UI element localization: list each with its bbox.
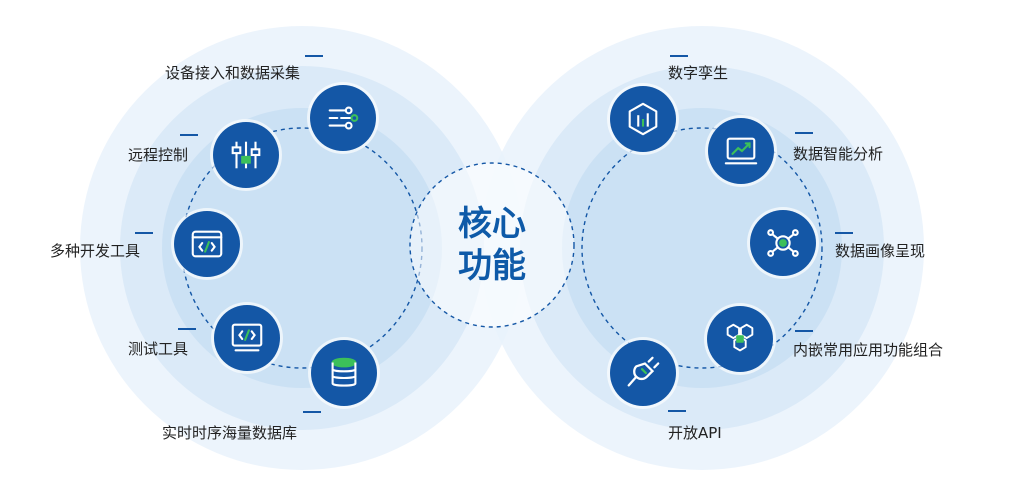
data-acquisition-icon: [328, 106, 359, 130]
label-tick: [795, 330, 813, 332]
feature-node-intelligent-analysis[interactable]: [708, 118, 774, 184]
feature-node-open-api[interactable]: [610, 340, 676, 406]
feature-label-digital-twin: 数字孪生: [668, 64, 729, 82]
target-network-icon: [767, 229, 799, 257]
feature-node-digital-twin[interactable]: [610, 86, 676, 152]
label-tick: [668, 410, 686, 412]
feature-label-embedded-apps: 内嵌常用应用功能组合: [793, 341, 944, 359]
hexagon-cluster-icon: [726, 323, 754, 352]
center-title-line2: 功能: [458, 246, 526, 286]
label-tick: [135, 232, 153, 234]
feature-node-test-tools[interactable]: [214, 305, 280, 371]
trend-monitor-icon: [724, 137, 758, 165]
feature-label-intelligent-analysis: 数据智能分析: [793, 145, 884, 163]
code-monitor-icon: [231, 323, 263, 352]
feature-node-remote-control[interactable]: [213, 122, 279, 188]
cube-chart-icon: [628, 102, 658, 136]
feature-node-dev-tools[interactable]: [174, 211, 240, 277]
sliders-control-icon: [231, 141, 261, 169]
feature-label-dev-tools: 多种开发工具: [50, 242, 141, 260]
feature-label-test-tools: 测试工具: [128, 340, 189, 358]
feature-label-timeseries-db: 实时时序海量数据库: [162, 424, 298, 442]
plug-icon: [627, 356, 660, 387]
feature-label-open-api: 开放API: [668, 424, 722, 442]
feature-node-device-access[interactable]: [310, 85, 376, 151]
label-tick: [835, 232, 853, 234]
label-tick: [303, 411, 321, 413]
feature-node-timeseries-db[interactable]: [311, 340, 377, 406]
feature-node-embedded-apps[interactable]: [707, 306, 773, 372]
center-title: 核心 功能: [410, 163, 574, 327]
label-tick: [178, 328, 196, 330]
label-tick: [670, 55, 688, 57]
feature-label-remote-control: 远程控制: [128, 146, 189, 164]
center-title-line1: 核心: [458, 204, 526, 244]
feature-label-data-portrait: 数据画像呈现: [835, 242, 926, 260]
label-tick: [180, 134, 198, 136]
code-window-icon: [191, 230, 223, 258]
database-icon: [331, 357, 357, 387]
feature-label-device-access: 设备接入和数据采集: [165, 64, 301, 82]
label-tick: [795, 132, 813, 134]
label-tick: [305, 55, 323, 57]
feature-node-data-portrait[interactable]: [750, 210, 816, 276]
